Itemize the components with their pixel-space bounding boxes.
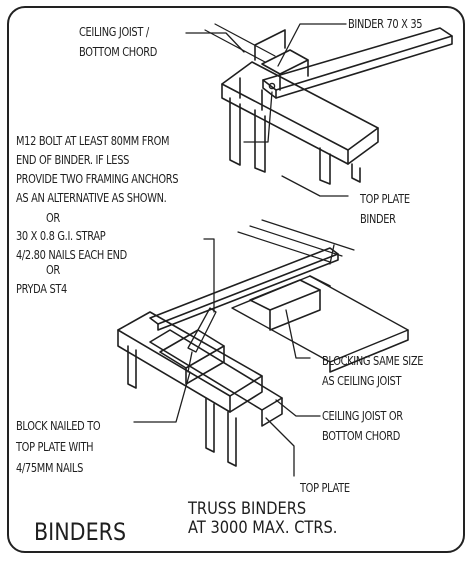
label-ceiling-joist-bottom-chord: CEILING JOIST / BOTTOM CHORD [79, 25, 158, 59]
label-bolt-note: M12 BOLT AT LEAST 80MM FROM END OF BINDE… [16, 134, 179, 205]
label-top-plate: TOP PLATE [300, 481, 350, 495]
label-pryda: PRYDA ST4 [16, 282, 67, 296]
label-blocking-note: BLOCKING SAME SIZE AS CEILING JOIST [322, 354, 424, 388]
upper-framing-detail [204, 23, 453, 185]
leader-lines [133, 23, 349, 477]
label-top-plate-binder: TOP PLATE BINDER [360, 192, 410, 226]
subtitle: TRUSS BINDERS AT 3000 MAX. CTRS. [188, 499, 338, 538]
lower-framing-detail [117, 219, 409, 467]
page-title: BINDERS [34, 518, 127, 546]
sheet-frame [7, 6, 465, 553]
label-binder-size: BINDER 70 X 35 [348, 17, 423, 31]
label-ceiling-joist-or-bottom-chord: CEILING JOIST OR BOTTOM CHORD [322, 409, 403, 443]
label-or-2: OR [46, 263, 60, 277]
label-strap-note: 30 X 0.8 G.I. STRAP 4/2.80 NAILS EACH EN… [16, 229, 127, 262]
label-block-nailed: BLOCK NAILED TO TOP PLATE WITH 4/75MM NA… [16, 419, 101, 475]
label-or-1: OR [46, 211, 60, 225]
